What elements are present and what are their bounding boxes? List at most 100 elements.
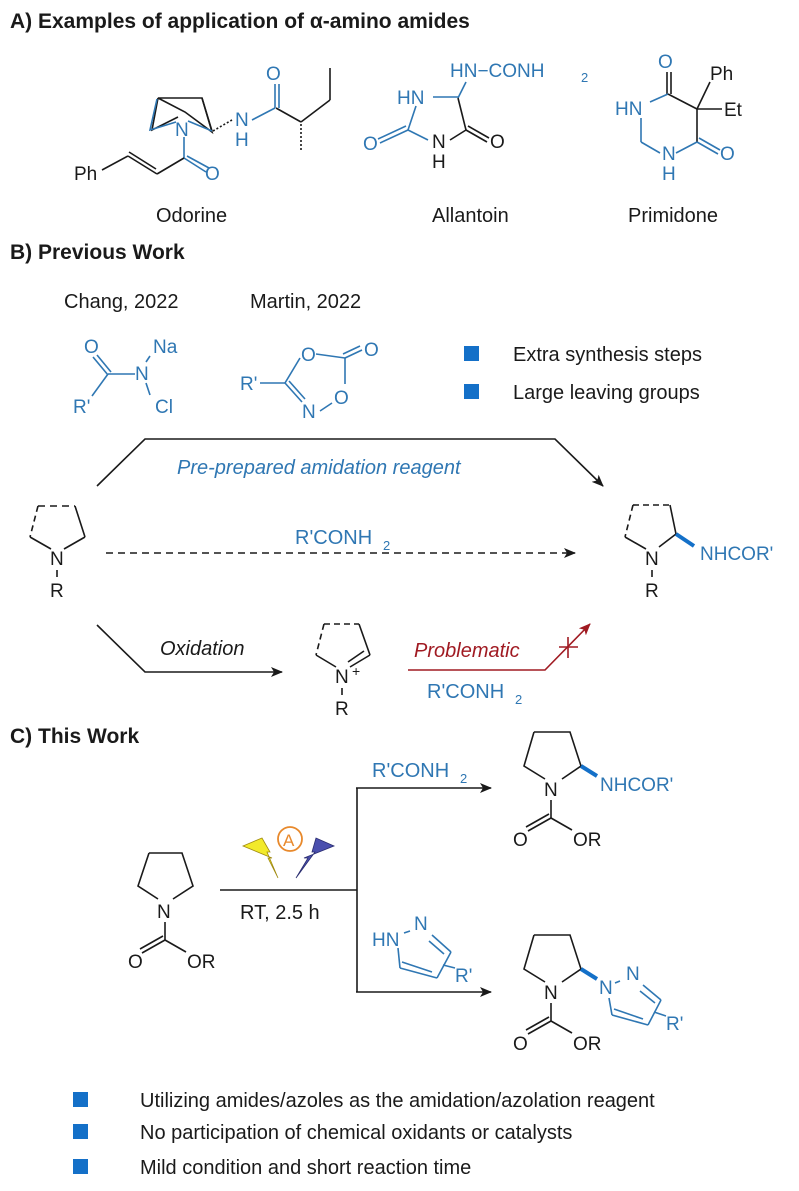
product-b: N R NHCOR' (624, 504, 773, 602)
odorine-ph: Ph (74, 164, 97, 185)
branch-top-reagent: R'CONH (372, 760, 449, 782)
allantoin-label: Allantoin (432, 205, 509, 227)
chang-reagent-structure: O Na N R' Cl (73, 337, 178, 418)
martin-n: N (302, 402, 316, 423)
primidone-label: Primidone (628, 205, 718, 227)
product-amide-group: NHCOR' (600, 775, 673, 796)
martin-o-carbonyl: O (364, 340, 379, 361)
problem-reagent-sub: 2 (515, 692, 522, 707)
section-c-heading: C) This Work (10, 725, 139, 748)
allantoin-o2: O (490, 132, 505, 153)
substrate-c-or: OR (187, 952, 216, 973)
advantage-2: No participation of chemical oxidants or… (140, 1122, 572, 1144)
problem-label: Problematic (414, 640, 520, 662)
substrate-pyrrolidine-b: N R (29, 505, 86, 602)
anode-circle-icon (277, 826, 303, 852)
product-azole-n1: N (599, 978, 613, 999)
chang-rprime: R' (73, 397, 90, 418)
substrate-c-o: O (128, 952, 143, 973)
allantoin-n: N (432, 132, 446, 153)
primidone-h: H (662, 164, 676, 185)
product-azole-o: O (513, 1034, 528, 1055)
anode-symbol: A (283, 831, 295, 850)
allantoin-h: H (432, 152, 446, 173)
primidone-o2: O (720, 144, 735, 165)
product-azole-n: N (544, 983, 558, 1004)
product-azole-n2: N (626, 964, 640, 985)
iminium-plus: + (352, 663, 360, 679)
drawback-bullet-2 (464, 384, 479, 399)
primidone-structure: O HN Ph Et N H O (615, 52, 743, 185)
product-b-r: R (645, 581, 659, 602)
route-mid-label: R'CONH (295, 527, 372, 549)
product-azole: N N N R' O OR (513, 934, 683, 1055)
chang-o: O (84, 337, 99, 358)
product-azole-or: OR (573, 1034, 602, 1055)
chang-cl: Cl (155, 397, 173, 418)
chang-na: Na (153, 337, 178, 358)
product-amide-o: O (513, 830, 528, 851)
allantoin-o1: O (363, 134, 378, 155)
route-top-label: Pre-prepared amidation reagent (177, 457, 462, 479)
advantage-3: Mild condition and short reaction time (140, 1157, 471, 1179)
advantage-bullet-2 (73, 1124, 88, 1139)
ref-martin-label: Martin, 2022 (250, 291, 361, 313)
martin-rprime: R' (240, 374, 257, 395)
product-b-n: N (645, 549, 659, 570)
odorine-amide-n: N (235, 110, 249, 131)
martin-o-ring2: O (334, 388, 349, 409)
bolt-blue-icon (295, 837, 336, 879)
primidone-et: Et (724, 100, 743, 121)
drawback-1: Extra synthesis steps (513, 344, 702, 366)
route-mid-sub: 2 (383, 538, 390, 553)
pyrazole-rprime: R' (455, 966, 472, 987)
odorine-amide-h: H (235, 130, 249, 151)
allantoin-hn: HN (397, 88, 424, 109)
condition-label: RT, 2.5 h (240, 902, 320, 924)
primidone-hn: HN (615, 99, 642, 120)
iminium-r: R (335, 699, 349, 720)
allantoin-structure: HN−CONH 2 HN O N H O (363, 61, 588, 173)
section-b-heading: B) Previous Work (10, 241, 185, 264)
pyrazole-hn: HN (372, 930, 399, 951)
odorine-ring-n: N (175, 120, 189, 141)
odorine-o-amide: O (266, 64, 281, 85)
allantoin-urea: HN−CONH (450, 61, 544, 82)
iminium-n: N (335, 667, 349, 688)
advantage-1: Utilizing amides/azoles as the amidation… (140, 1090, 655, 1112)
primidone-ph: Ph (710, 64, 733, 85)
section-a-heading: A) Examples of application of α-amino am… (10, 10, 470, 33)
primidone-o1: O (658, 52, 673, 73)
product-amide-or: OR (573, 830, 602, 851)
electrochemistry-icon: A (241, 826, 336, 879)
ref-chang-label: Chang, 2022 (64, 291, 179, 313)
drawback-bullet-1 (464, 346, 479, 361)
drawback-2: Large leaving groups (513, 382, 700, 404)
pyrazole-reagent: HN N R' (372, 914, 472, 987)
iminium-intermediate: N + R (315, 623, 371, 720)
odorine-label: Odorine (156, 205, 227, 227)
substrate-c-n: N (157, 902, 171, 923)
route-bottom-label: Oxidation (160, 638, 245, 660)
product-amide: NHCOR' N O OR (513, 731, 673, 851)
product-azole-rprime: R' (666, 1014, 683, 1035)
advantage-bullet-3 (73, 1159, 88, 1174)
pyrazole-n: N (414, 914, 428, 935)
martin-reagent-structure: R' O O O N (240, 340, 379, 423)
substrate-b-r: R (50, 581, 64, 602)
route-top-arrow (96, 438, 604, 487)
problem-reagent: R'CONH (427, 681, 504, 703)
odorine-o-enone: O (205, 164, 220, 185)
product-b-group: NHCOR' (700, 544, 773, 565)
substrate-b-n: N (50, 549, 64, 570)
primidone-n: N (662, 144, 676, 165)
product-amide-n: N (544, 780, 558, 801)
martin-o-ring1: O (301, 345, 316, 366)
problem-arrow (408, 623, 591, 671)
route-bottom-arrow (96, 624, 283, 677)
allantoin-sub2: 2 (581, 70, 588, 85)
odorine-structure: N N H O O Ph (74, 64, 331, 185)
bolt-yellow-icon (241, 837, 279, 879)
advantage-bullet-1 (73, 1092, 88, 1107)
